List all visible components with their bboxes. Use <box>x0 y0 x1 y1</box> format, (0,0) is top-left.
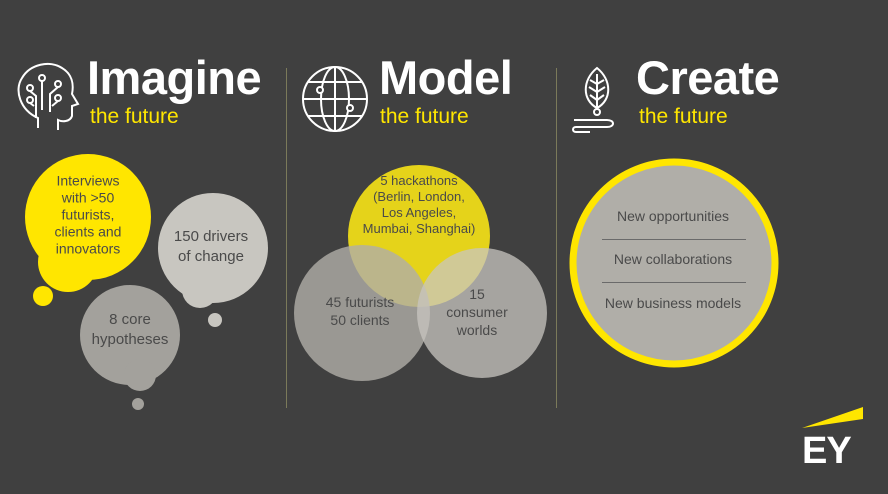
create-separator <box>602 239 746 240</box>
section-divider <box>286 68 287 408</box>
globe-icon <box>302 66 368 132</box>
ey-logo-text: EY <box>802 430 852 472</box>
section-subtitle-imagine: the future <box>90 105 179 128</box>
bubble-drivers <box>158 193 268 327</box>
bubble-interviews-text: Interviews with >50 futurists, clients a… <box>54 172 122 257</box>
venn-hackathons-text: 5 hackathons (Berlin, London, Los Angele… <box>362 173 476 236</box>
section-subtitle-model: the future <box>380 105 469 128</box>
create-item-opportunities: New opportunities <box>616 208 730 224</box>
section-divider <box>556 68 557 408</box>
venn-consumer-worlds <box>417 248 547 378</box>
create-circle <box>569 158 779 368</box>
leaf-sprout-icon <box>572 66 614 133</box>
section-title-create: Create <box>636 51 780 104</box>
create-item-collaborations: New collaborations <box>613 251 733 267</box>
ey-logo <box>802 407 863 428</box>
bubble-drivers-text: 150 drivers of change <box>173 228 249 265</box>
venn-futurists <box>294 245 430 381</box>
create-separator <box>602 282 746 283</box>
bubble-hypotheses <box>80 285 180 410</box>
create-item-business-models: New business models <box>604 295 742 311</box>
venn-consumer-worlds-text: 15 consumer worlds <box>446 286 508 338</box>
section-subtitle-create: the future <box>639 105 728 128</box>
brain-circuit-icon <box>17 62 80 130</box>
venn-futurists-text: 45 futurists 50 clients <box>325 294 395 328</box>
section-title-model: Model <box>379 51 513 104</box>
bubble-hypotheses-text: 8 core hypotheses <box>91 311 169 348</box>
bubble-interviews <box>25 154 151 306</box>
section-title-imagine: Imagine <box>87 51 262 104</box>
